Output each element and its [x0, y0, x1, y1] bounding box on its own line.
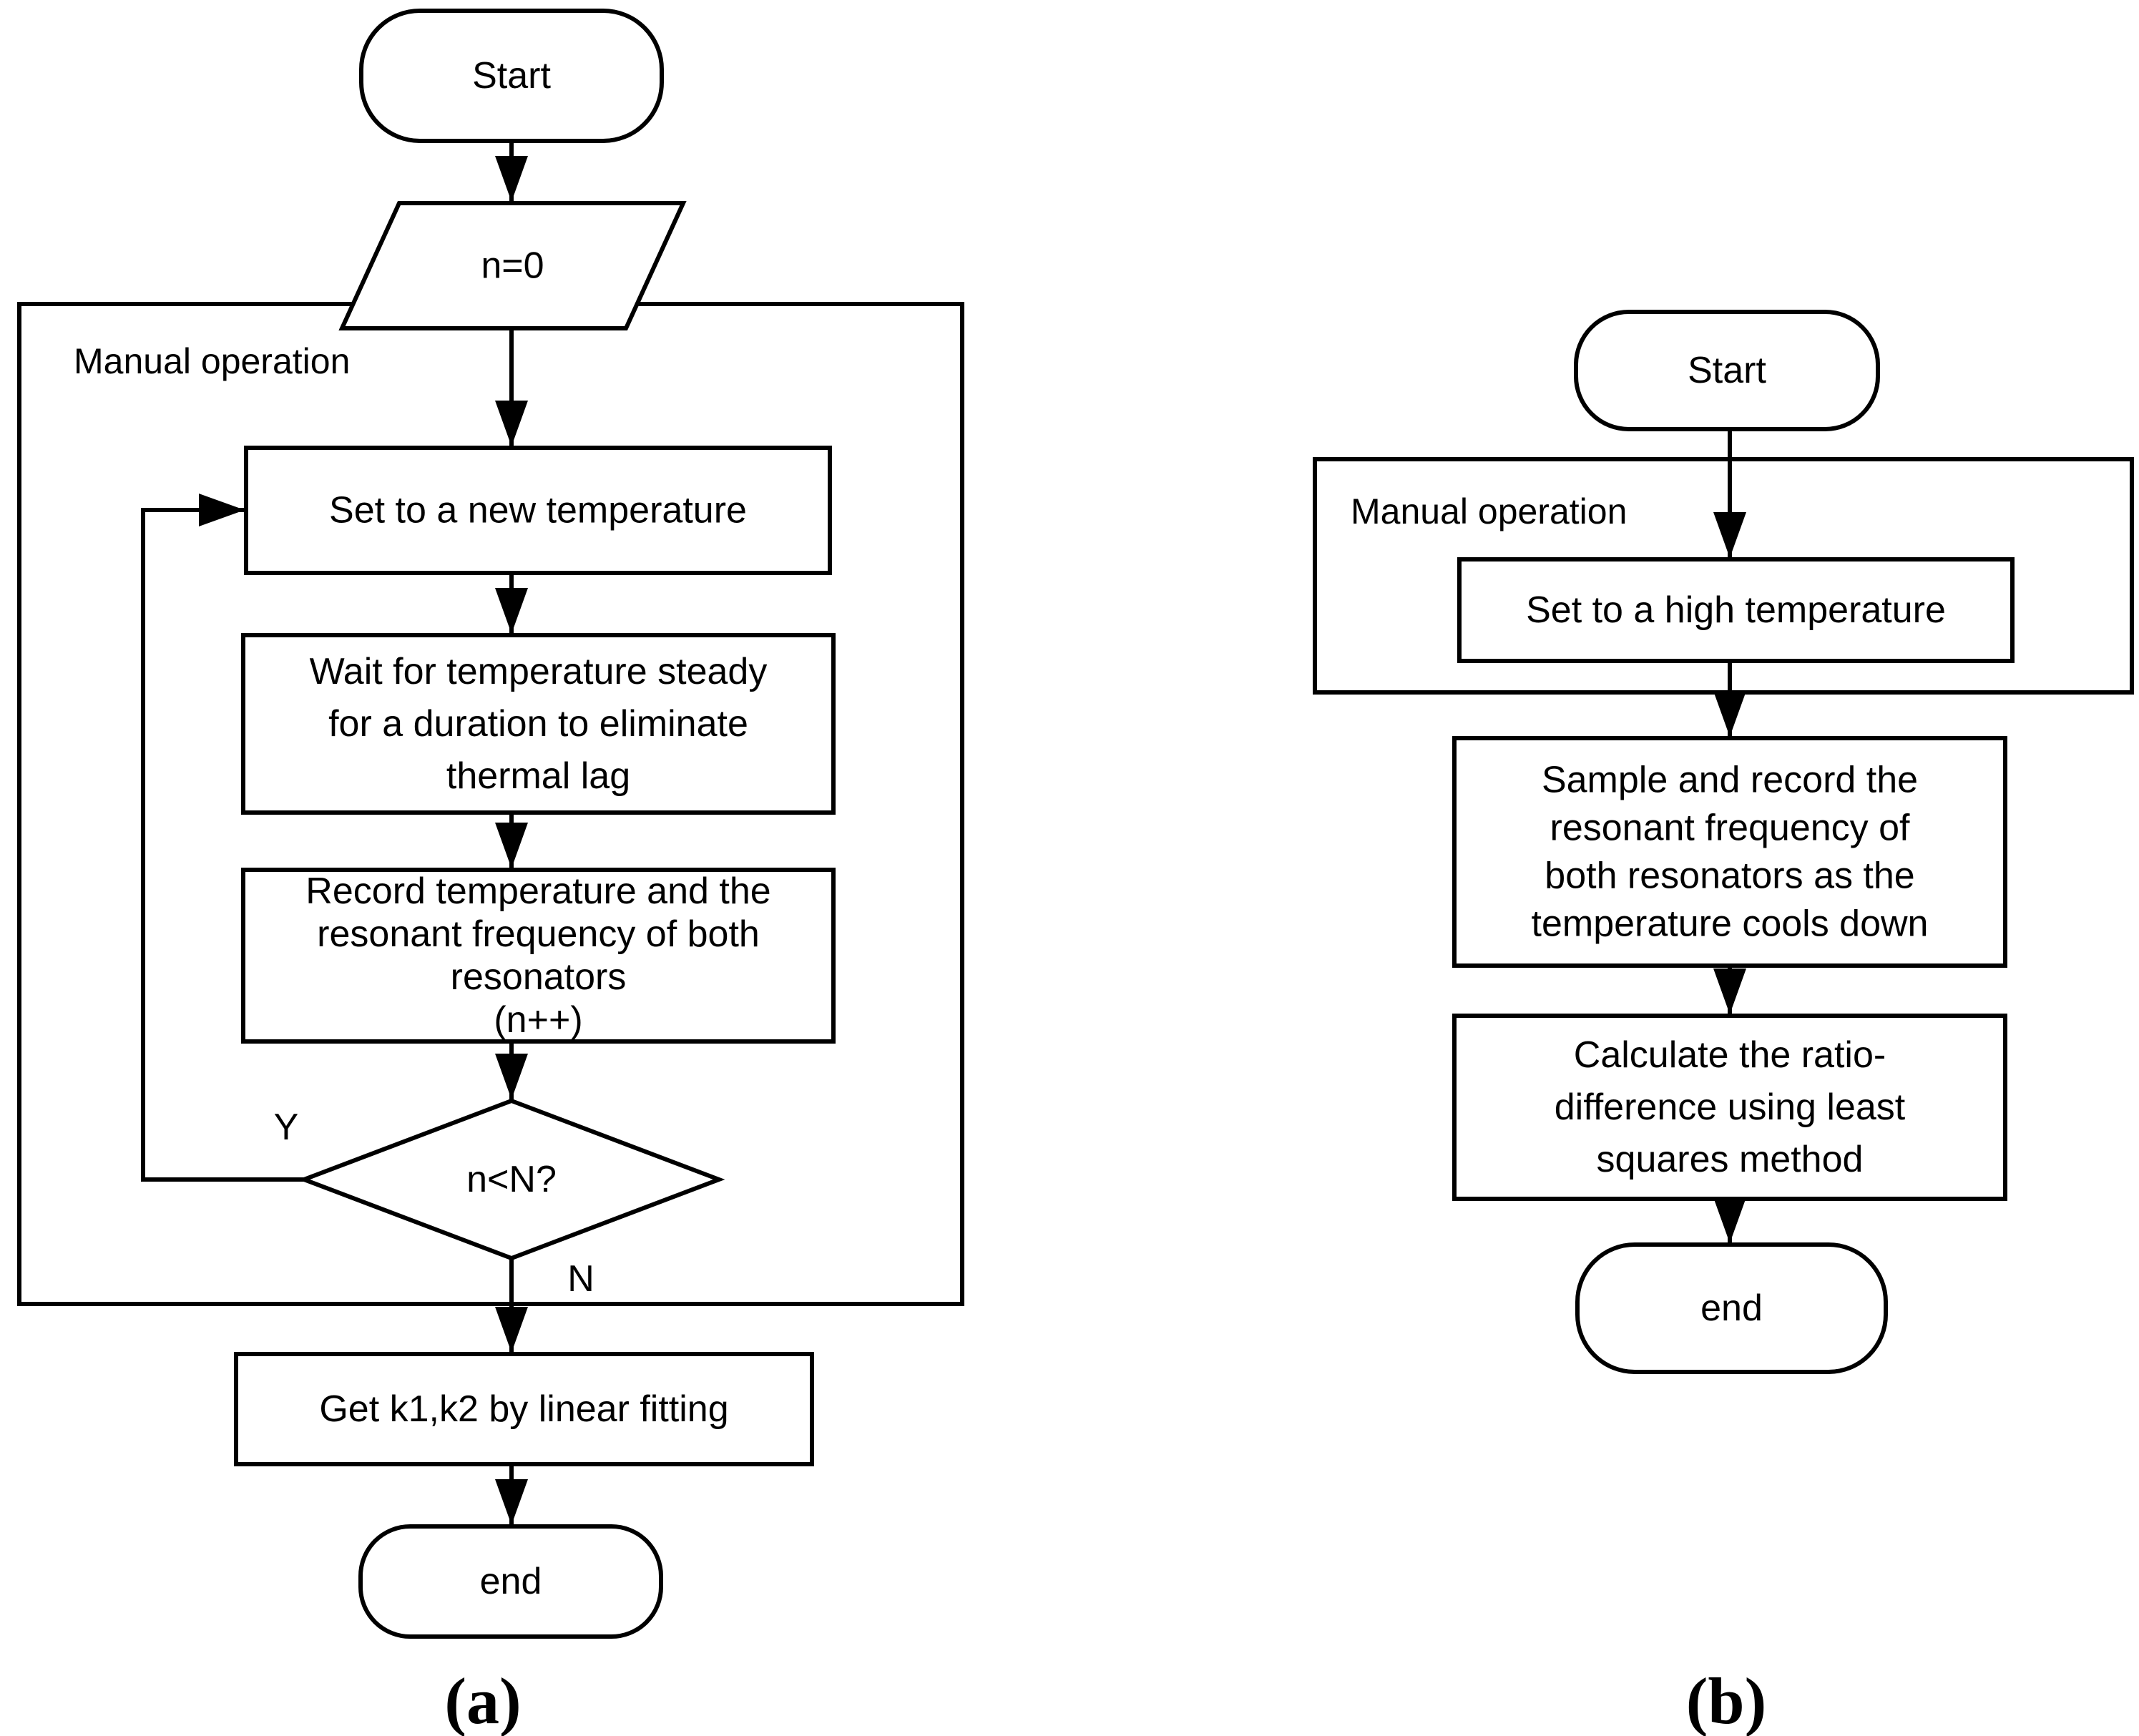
node-a-wait-label: for a duration to eliminate — [328, 703, 748, 745]
edge-a-loop-yes-arrowhead-icon — [199, 494, 245, 526]
node-a-fit — [234, 1352, 814, 1466]
edge-a-fit-to-end-arrowhead-icon — [495, 1479, 528, 1525]
edge-a-init-to-set-arrowhead-icon — [495, 401, 528, 446]
node-b-calculate — [1452, 1014, 2007, 1201]
node-a-record-label: resonant frequency of both — [317, 913, 760, 955]
node-a-wait — [241, 633, 836, 815]
node-b-sample-label: both resonators as the — [1545, 855, 1914, 897]
node-a-record-label: (n++) — [494, 999, 582, 1041]
edge-b-calc-to-end-arrowhead-icon — [1713, 1197, 1746, 1243]
node-b-calculate-label: squares method — [1597, 1139, 1864, 1180]
node-b-start-label: Start — [1688, 350, 1766, 391]
node-a-wait-label: thermal lag — [446, 755, 630, 797]
edge-a-set-to-wait-arrowhead-icon — [495, 588, 528, 634]
edge-a-wait-to-record-arrowhead-icon — [495, 823, 528, 868]
node-a-record-label: Record temperature and the — [305, 871, 770, 912]
node-a-wait-label: Wait for temperature steady — [310, 651, 768, 692]
edge-b-start-to-set-arrowhead-icon — [1713, 512, 1746, 558]
node-a-set-temp-label: Set to a new temperature — [329, 490, 747, 531]
node-a-set-temp — [244, 446, 832, 575]
edge-a-record-to-decision-arrowhead-icon — [495, 1054, 528, 1099]
node-b-set-high — [1457, 557, 2015, 663]
edge-a-decision-to-fit-arrowhead-icon — [495, 1307, 528, 1353]
node-a-init-label: n=0 — [481, 245, 544, 287]
node-b-end — [1575, 1242, 1888, 1374]
node-a-record — [241, 868, 836, 1044]
node-b-sample-label: temperature cools down — [1532, 903, 1929, 945]
caption-a: (a) — [444, 1664, 521, 1736]
edge-a-loop-yes — [141, 508, 304, 1182]
node-a-start — [359, 9, 664, 143]
edge-b-sample-to-calc-arrowhead-icon — [1713, 968, 1746, 1014]
node-a-end-label: end — [480, 1561, 542, 1602]
container-label-a: Manual operation — [74, 341, 350, 381]
node-b-end-label: end — [1700, 1288, 1763, 1329]
caption-b: (b) — [1686, 1664, 1766, 1736]
node-b-set-high-label: Set to a high temperature — [1526, 589, 1946, 631]
node-b-calculate-label: difference using least — [1555, 1087, 1906, 1128]
node-a-decision — [298, 1098, 725, 1261]
node-a-fit-label: Get k1,k2 by linear fitting — [319, 1388, 728, 1430]
node-b-sample — [1452, 736, 2007, 968]
edge-a-start-to-init-arrowhead-icon — [495, 156, 528, 202]
node-b-sample-label: Sample and record the — [1542, 760, 1918, 801]
a-label-yes: Y — [274, 1107, 299, 1148]
a-label-no: N — [567, 1258, 594, 1300]
node-a-decision-label: n<N? — [466, 1159, 557, 1200]
container-label-b: Manual operation — [1351, 491, 1627, 531]
node-a-record-label: resonators — [451, 956, 627, 998]
node-a-init — [338, 201, 687, 330]
node-b-calculate-label: Calculate the ratio- — [1574, 1034, 1886, 1076]
edge-b-set-to-sample-arrowhead-icon — [1713, 691, 1746, 737]
node-a-start-label: Start — [472, 55, 551, 97]
node-b-sample-label: resonant frequency of — [1550, 808, 1911, 849]
node-b-start — [1574, 310, 1880, 431]
node-a-end — [358, 1524, 663, 1639]
